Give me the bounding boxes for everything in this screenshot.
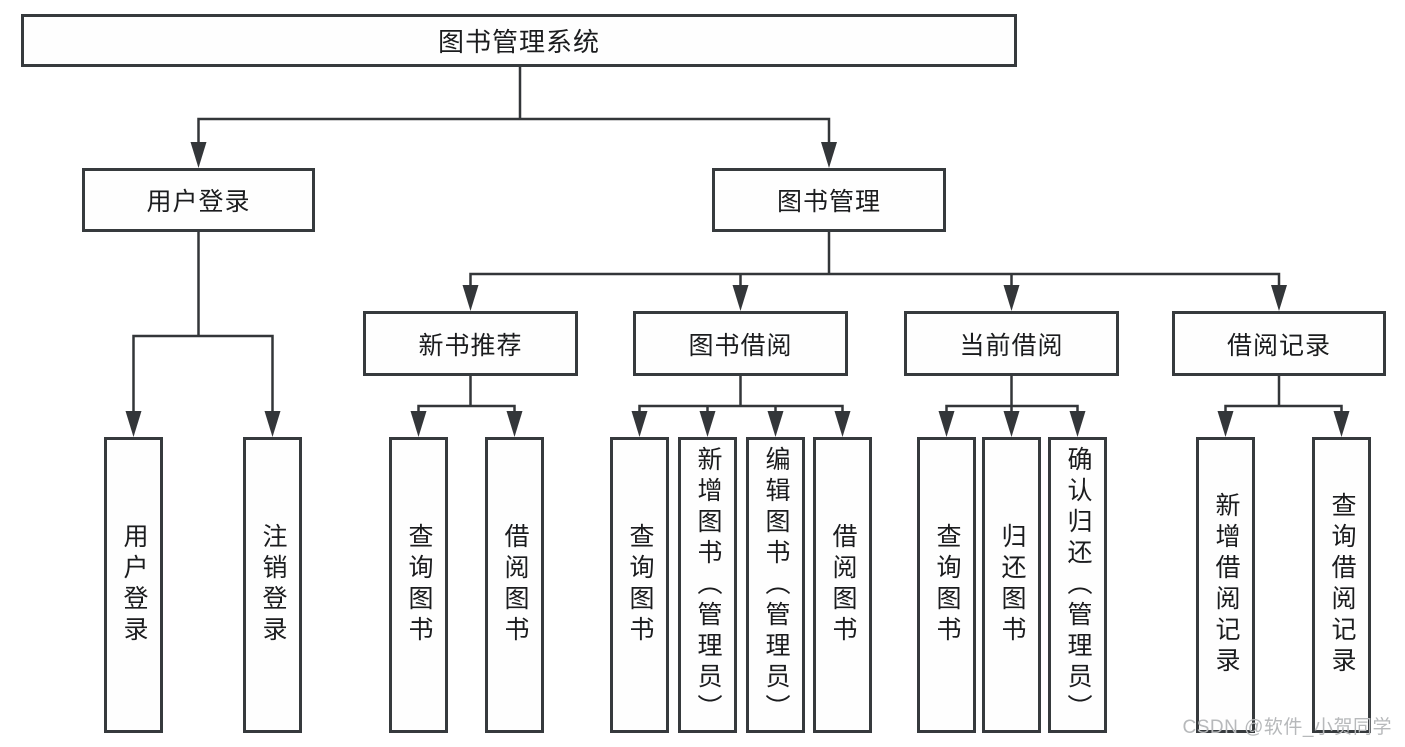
- node-label: 图书借阅: [688, 331, 793, 360]
- node-label: 注销登录: [259, 523, 287, 647]
- arrowhead-icon: [1271, 285, 1287, 311]
- connector-user-login-to-children: [125, 232, 281, 437]
- arrowhead-icon: [1333, 411, 1350, 437]
- node-label: 借阅记录: [1226, 331, 1331, 360]
- node-leaf-query-borrow-record: 查询借阅记录: [1312, 437, 1371, 733]
- node-label: 新增图书（管理员）: [694, 445, 722, 725]
- node-label: 新书推荐: [418, 331, 523, 360]
- arrowhead-icon: [264, 411, 281, 437]
- connector-new-book-recommend-to-children: [410, 376, 523, 437]
- arrowhead-icon: [190, 142, 207, 168]
- node-leaf-edit-books-admin: 编辑图书（管理员）: [746, 437, 805, 733]
- node-label: 查询图书: [626, 523, 654, 647]
- node-leaf-borrow-books: 借阅图书: [813, 437, 872, 733]
- arrowhead-icon: [767, 411, 784, 437]
- node-label: 新增借阅记录: [1212, 492, 1240, 678]
- node-label: 借阅图书: [501, 523, 529, 647]
- node-leaf-user-login: 用户登录: [104, 437, 163, 733]
- node-leaf-query-books-current: 查询图书: [917, 437, 976, 733]
- csdn-watermark: CSDN @软件_小贺同学: [1182, 717, 1392, 738]
- node-leaf-add-borrow-record: 新增借阅记录: [1196, 437, 1255, 733]
- node-leaf-borrow-books-recommend: 借阅图书: [485, 437, 544, 733]
- arrowhead-icon: [125, 411, 142, 437]
- node-leaf-return-books: 归还图书: [982, 437, 1041, 733]
- node-label: 用户登录: [146, 188, 251, 216]
- node-leaf-add-books-admin: 新增图书（管理员）: [678, 437, 737, 733]
- arrowhead-icon: [821, 142, 837, 168]
- arrowhead-icon: [506, 411, 523, 437]
- arrowhead-icon: [410, 411, 427, 437]
- arrowhead-icon: [834, 411, 851, 437]
- node-label: 图书管理系统: [437, 27, 600, 57]
- node-label: 归还图书: [998, 523, 1026, 647]
- arrowhead-icon: [631, 411, 648, 437]
- arrowhead-icon: [732, 285, 749, 311]
- node-label: 借阅图书: [829, 523, 857, 647]
- node-new-book-recommend: 新书推荐: [363, 311, 578, 376]
- node-root-library-system: 图书管理系统: [21, 14, 1017, 67]
- node-label: 确认归还（管理员）: [1064, 445, 1092, 725]
- node-label: 查询图书: [933, 523, 961, 647]
- connector-book-borrow-to-children: [631, 376, 851, 437]
- arrowhead-icon: [938, 411, 955, 437]
- node-label: 用户登录: [120, 523, 148, 647]
- node-label: 查询图书: [405, 523, 433, 647]
- node-book-management: 图书管理: [712, 168, 946, 232]
- node-user-login: 用户登录: [82, 168, 315, 232]
- arrowhead-icon: [462, 285, 479, 311]
- node-label: 查询借阅记录: [1328, 492, 1356, 678]
- arrowhead-icon: [1217, 411, 1234, 437]
- connector-book-management-to-level3: [462, 232, 1287, 311]
- node-book-borrow: 图书借阅: [633, 311, 848, 376]
- node-leaf-query-books-borrow: 查询图书: [610, 437, 669, 733]
- node-current-borrow: 当前借阅: [904, 311, 1119, 376]
- node-label: 图书管理: [776, 188, 881, 216]
- node-leaf-query-books-recommend: 查询图书: [389, 437, 448, 733]
- arrowhead-icon: [1003, 285, 1020, 311]
- node-borrow-records: 借阅记录: [1172, 311, 1386, 376]
- arrowhead-icon: [1003, 411, 1020, 437]
- connector-borrow-records-to-children: [1217, 376, 1350, 437]
- connector-root-to-level2: [190, 66, 837, 168]
- node-label: 当前借阅: [959, 331, 1064, 360]
- arrowhead-icon: [1069, 411, 1086, 437]
- node-leaf-confirm-return-admin: 确认归还（管理员）: [1048, 437, 1107, 733]
- arrowhead-icon: [699, 411, 716, 437]
- node-leaf-logout-login: 注销登录: [243, 437, 302, 733]
- connector-current-borrow-to-children: [938, 376, 1086, 437]
- node-label: 编辑图书（管理员）: [762, 445, 790, 725]
